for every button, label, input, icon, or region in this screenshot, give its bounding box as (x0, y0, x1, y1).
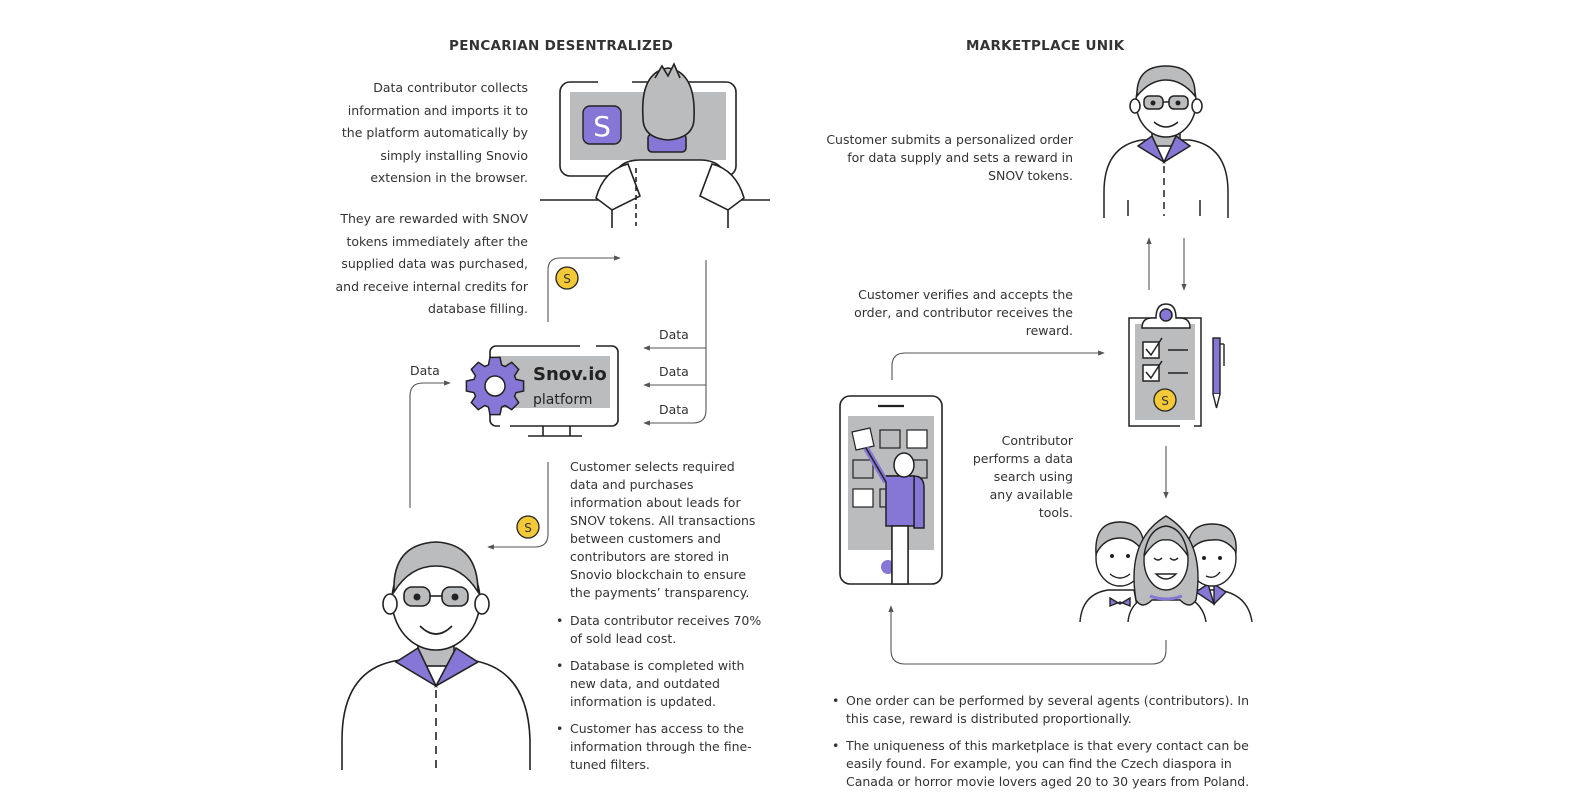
return-arrow (888, 605, 1167, 665)
svg-text:S: S (524, 521, 532, 535)
svg-text:S: S (1161, 394, 1169, 408)
contributor-reward-text: They are rewarded with SNOV tokens immed… (335, 211, 529, 316)
platform-title: Snov.io (533, 364, 607, 385)
right-bullet-2: The uniqueness of this marketplace is th… (830, 737, 1260, 791)
platform-subtitle: platform (533, 392, 593, 408)
coin-icon-clipboard: S (1153, 388, 1177, 412)
left-bullet-1: Data contributor receives 70% of sold le… (554, 612, 770, 648)
snovio-logo-icon: S (582, 105, 622, 145)
coin-icon-upper: S (555, 266, 579, 290)
left-bullet-list: Data contributor receives 70% of sold le… (554, 612, 770, 783)
order-text: Customer submits a personalized order fo… (826, 132, 1073, 183)
gear-hole (484, 375, 506, 397)
contributor-intro-text: Data contributor collects information an… (341, 80, 528, 185)
left-heading: PENCARIAN DESENTRALIZED (449, 38, 674, 54)
phone-person-icon (863, 446, 925, 585)
left-bullet-2: Database is completed with new data, and… (554, 657, 770, 711)
data-label-2: Data (659, 364, 689, 379)
verify-text: Customer verifies and accepts the order,… (854, 287, 1073, 338)
customer-purchase-text: Customer selects required data and purch… (570, 459, 756, 600)
verify-arrow (891, 350, 1105, 380)
contributor-person-icon (595, 62, 745, 228)
right-heading: MARKETPLACE UNIK (966, 38, 1125, 54)
search-text: Contributor performs a data search using… (972, 433, 1073, 520)
data-arrow-left (409, 380, 451, 508)
svg-text:S: S (563, 272, 571, 286)
gear-icon (465, 356, 525, 416)
right-bullet-1: One order can be performed by several ag… (830, 692, 1260, 728)
pen-icon (1212, 337, 1225, 409)
coin-icon-lower: S (516, 515, 540, 539)
customer-order-person-icon (1103, 65, 1229, 218)
data-label-1: Data (659, 327, 689, 342)
left-bullet-3: Customer has access to the information t… (554, 720, 770, 774)
contributors-group-icon (1079, 515, 1253, 623)
logo-letter: S (593, 110, 611, 143)
data-label-4: Data (410, 363, 440, 378)
customer-person-icon (341, 541, 531, 770)
platform-monitor-icon (489, 344, 619, 437)
data-label-3: Data (659, 402, 689, 417)
right-bullet-list: One order can be performed by several ag… (830, 692, 1260, 800)
payment-arrow (487, 462, 549, 550)
order-arrows (1146, 237, 1187, 291)
data-flow-arrows (643, 260, 707, 426)
